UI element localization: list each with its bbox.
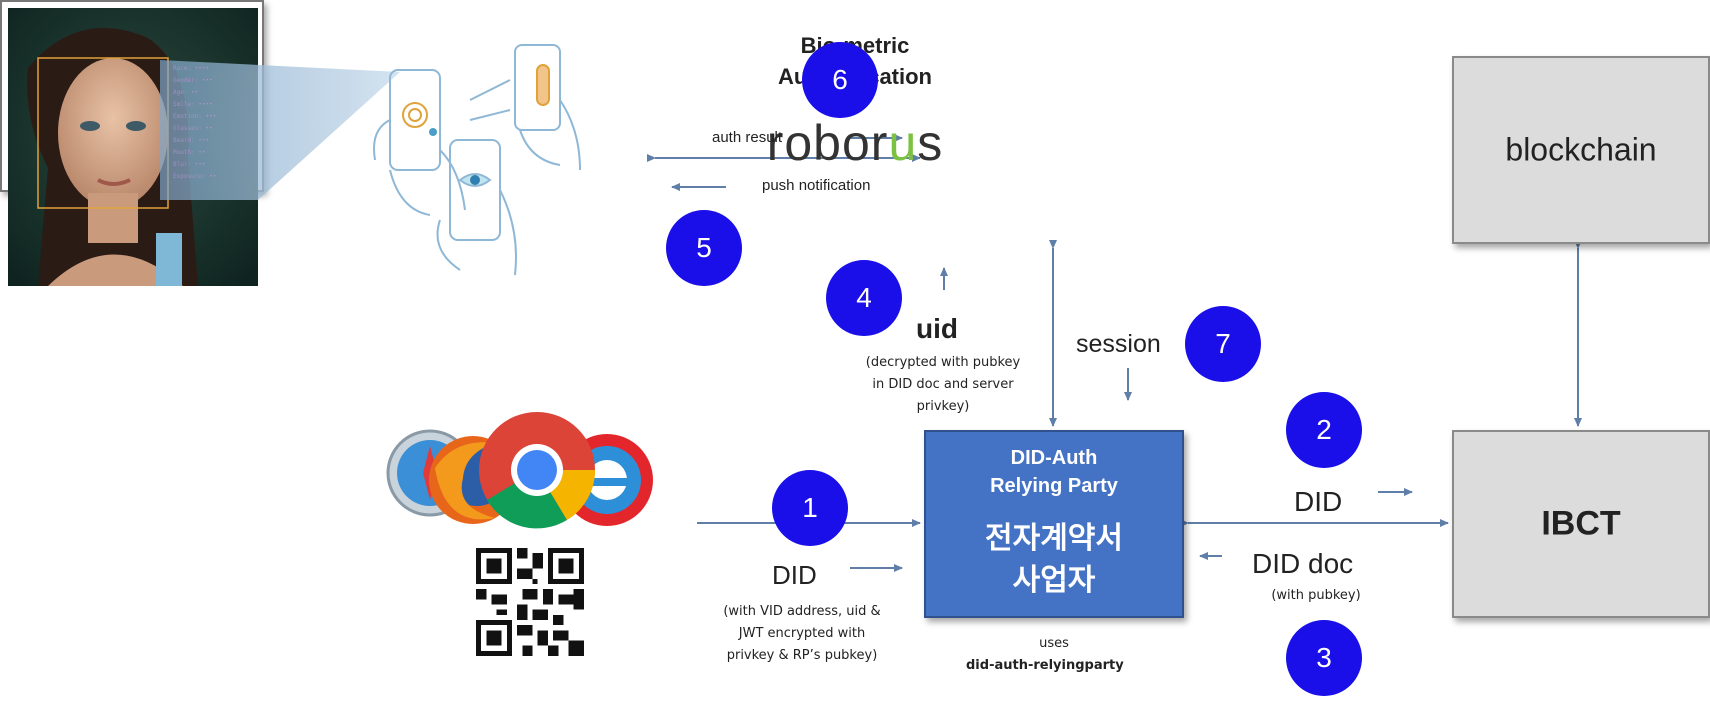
logo-part-u: u — [888, 115, 918, 171]
uses-label: uses — [1039, 636, 1069, 651]
uid-note: (decrypted with pubkey in DID doc and se… — [865, 355, 1021, 414]
step-4-badge: 4 — [826, 260, 902, 336]
did-label-right: DID — [1294, 486, 1343, 517]
uses-library-label: did-auth-relyingparty — [966, 658, 1124, 673]
phone-finger-icon — [469, 44, 581, 171]
qr-code-icon — [476, 548, 584, 656]
step-7-badge: 7 — [1185, 306, 1261, 382]
phone-eye-icon — [436, 139, 517, 276]
chrome-icon — [479, 412, 596, 529]
blockchain-label: blockchain — [1505, 131, 1657, 168]
rp-title-line2: Relying Party — [990, 475, 1118, 497]
rp-korean-line2: 사업자 — [1012, 563, 1096, 598]
did-note-left: (with VID address, uid & JWT encrypted w… — [723, 604, 881, 663]
step-5-badge: 5 — [666, 210, 742, 286]
roborus-logo: roborus — [0, 114, 1710, 172]
auth-result-label: auth result — [712, 129, 783, 146]
did-doc-note: (with pubkey) — [1271, 588, 1361, 603]
blockchain-box: blockchain — [1452, 56, 1710, 244]
relying-party-box: DID-Auth Relying Party 전자계약서 사업자 — [924, 430, 1184, 618]
session-label: session — [1076, 330, 1161, 358]
ibct-label: IBCT — [1541, 504, 1621, 543]
browser-icons — [386, 412, 653, 529]
phones-illustration — [373, 44, 581, 276]
push-notification-label: push notification — [762, 177, 871, 194]
logo-part-a: robor — [766, 115, 889, 171]
rp-korean-line1: 전자계약서 — [985, 521, 1123, 556]
did-label-left: DID — [772, 560, 817, 590]
step-3-badge: 3 — [1286, 620, 1362, 696]
rp-title-line1: DID-Auth — [1010, 447, 1098, 469]
ibct-box: IBCT — [1452, 430, 1710, 618]
relying-party-korean: 전자계약서 사업자 — [926, 518, 1182, 602]
logo-part-b: s — [917, 115, 944, 171]
step-2-badge: 2 — [1286, 392, 1362, 468]
relying-party-title: DID-Auth Relying Party — [926, 444, 1182, 500]
phone-fingerprint-icon — [373, 69, 466, 216]
uid-label: uid — [916, 313, 958, 344]
step-6-badge: 6 — [802, 42, 878, 118]
step-1-badge: 1 — [772, 470, 848, 546]
did-doc-label: DID doc — [1252, 548, 1354, 579]
